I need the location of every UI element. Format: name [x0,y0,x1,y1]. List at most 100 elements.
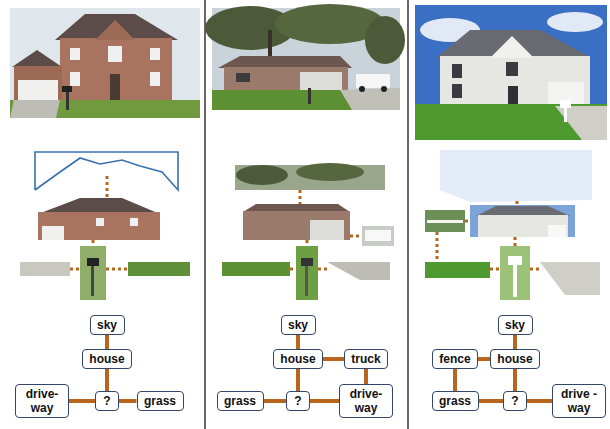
mailbox-post [513,265,517,297]
tree [236,165,288,185]
node-label: drive- way [22,387,62,415]
door [508,86,518,106]
panel-divider [407,0,408,429]
tree [365,16,405,64]
driveway-segment [540,262,600,295]
garage-door [18,80,58,100]
photo-driveway [10,100,60,118]
mailbox-post [564,108,567,122]
node-label: sky [288,318,309,332]
node-label: truck [351,352,381,366]
wheel [359,86,365,92]
graph-edge [105,335,109,349]
house-segment-roof [38,198,160,214]
mailbox-post [91,266,94,296]
mailbox-segment [80,246,106,300]
graph-node: house [490,349,540,369]
graph-edge [119,399,137,403]
node-label: sky [505,318,526,332]
window [150,72,160,86]
garage-door [548,225,566,237]
window [70,72,80,86]
node-label: ? [102,394,112,408]
panel-divider [204,0,205,429]
graph-node: grass [217,391,264,411]
graph-edge [513,335,517,349]
roof [218,56,352,68]
graph-node: grass [432,391,479,411]
driveway-segment [327,262,390,280]
segment-links [437,201,540,269]
mailbox [62,86,72,92]
segment-link [490,268,500,271]
house-segment [478,215,568,237]
graph-node: grass [137,391,184,411]
mailbox [560,100,571,108]
window [236,73,250,82]
node-label: sky [97,318,118,332]
gable [95,20,135,40]
graph-node: sky [498,315,533,335]
graph-edge [479,399,504,403]
garage-door [300,72,342,91]
window [108,46,122,62]
house-segment [243,211,350,240]
segment-link [514,237,517,246]
window [452,84,462,98]
truck-segment [362,226,394,246]
graph-edge [264,399,287,403]
garage-door [42,226,64,240]
driveway-segment [20,262,70,276]
graph-edge [364,369,368,384]
segment-link [92,240,95,246]
fence-rail [427,220,463,223]
graph-node: sky [281,315,316,335]
node-label: drive -way [559,387,599,415]
house-segment-ground [470,205,575,237]
graph-edge [478,357,490,361]
node-label: fence [439,352,471,366]
node-label: house [280,352,316,366]
window [150,48,160,60]
house [440,56,590,106]
fence-segment [425,210,465,232]
window [130,218,138,226]
sky-segment [440,150,592,202]
segment-link [106,176,109,198]
node-label: ? [293,394,303,408]
house-segment-roof [476,206,570,216]
photo-sky [10,8,200,118]
grass-segment [128,262,190,276]
segment-link [436,232,439,262]
mailbox [301,258,313,266]
truck [365,230,391,241]
mailbox [87,258,99,266]
node-label: house [497,352,533,366]
segment-link [530,268,540,271]
mailbox [508,256,522,265]
node-label: drive- way [346,387,386,415]
segment-link [318,268,327,271]
cloud [547,12,603,32]
segment-links [290,190,362,269]
photo-driveway [340,88,400,110]
graph-node: drive -way [552,384,606,418]
graph-node: ? [503,391,527,411]
graph-node: house [82,349,132,369]
photo-grass [10,100,200,118]
truck [356,74,390,88]
graph-edge [527,399,552,403]
mailbox-post [66,90,69,110]
grass-segment [222,262,290,276]
segment-link [106,268,128,271]
segment-link [306,240,309,246]
segment-links [70,176,128,269]
graph-edge [296,335,300,349]
mailbox-segment [500,246,530,300]
graph-edge [323,357,344,361]
graph-edge [296,369,300,391]
graph-node: ? [95,391,119,411]
graph-node: house [273,349,323,369]
roof [436,30,592,58]
window [70,48,80,60]
